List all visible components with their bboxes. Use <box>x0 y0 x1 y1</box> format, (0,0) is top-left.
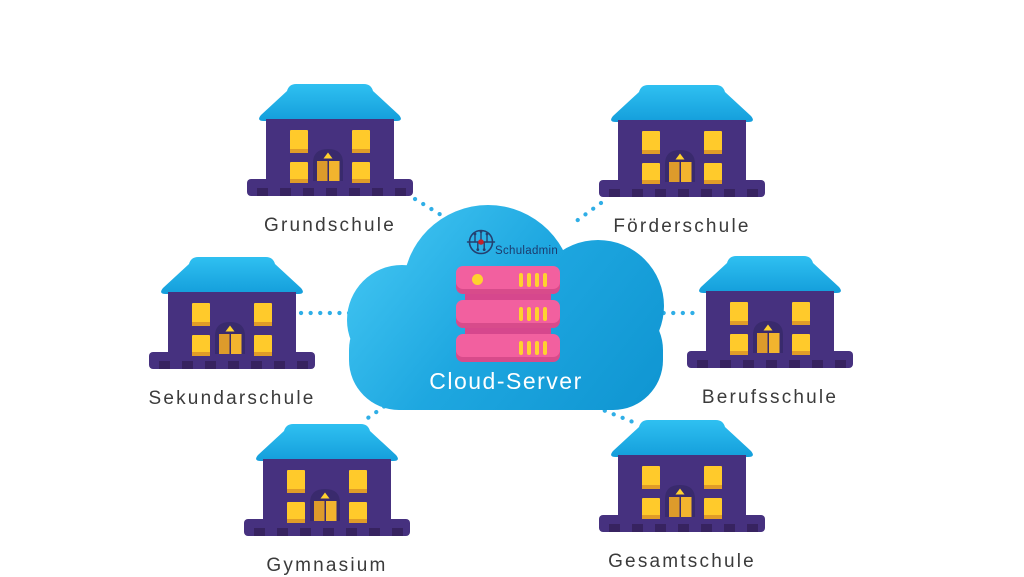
schuladmin-logo: Schuladmin <box>465 226 558 260</box>
school-label-gymnasium: Gymnasium <box>266 555 388 576</box>
school-gesamtschule: Gesamtschule <box>567 419 797 573</box>
server-vent-bars <box>519 273 547 287</box>
cloud-server-group: Schuladmin Cloud-Server <box>345 202 667 414</box>
school-foerderschule: Förderschule <box>567 84 797 238</box>
server-unit-3 <box>456 334 560 362</box>
connection-line-grundschule <box>412 196 449 221</box>
schuladmin-logo-icon <box>466 229 496 255</box>
school-building-icon <box>687 255 853 383</box>
school-berufsschule: Berufsschule <box>655 255 885 409</box>
school-grundschule: Grundschule <box>215 83 445 237</box>
cloud-server-label: Cloud-Server <box>429 368 583 394</box>
server-vent-bars <box>519 307 547 321</box>
server-stack-icon <box>456 266 560 366</box>
school-label-sekundarschule: Sekundarschule <box>148 388 316 409</box>
school-sekundarschule: Sekundarschule <box>117 256 347 410</box>
connection-line-gymnasium <box>362 398 395 423</box>
connection-line-foerderschule <box>568 200 604 228</box>
schuladmin-logo-text: Schuladmin <box>495 245 559 257</box>
school-building-icon <box>599 419 765 547</box>
school-building-icon <box>244 423 410 551</box>
school-label-gesamtschule: Gesamtschule <box>608 551 756 572</box>
school-label-foerderschule: Förderschule <box>613 216 751 237</box>
school-gymnasium: Gymnasium <box>212 423 442 577</box>
school-building-icon <box>149 256 315 384</box>
school-label-grundschule: Grundschule <box>264 215 396 236</box>
server-unit-1 <box>456 266 560 294</box>
school-building-icon <box>247 83 413 211</box>
school-label-berufsschule: Berufsschule <box>701 387 839 408</box>
server-vent-bars <box>519 341 547 355</box>
server-unit-2 <box>456 300 560 328</box>
school-building-icon <box>599 84 765 212</box>
server-indicator-light <box>472 274 483 285</box>
